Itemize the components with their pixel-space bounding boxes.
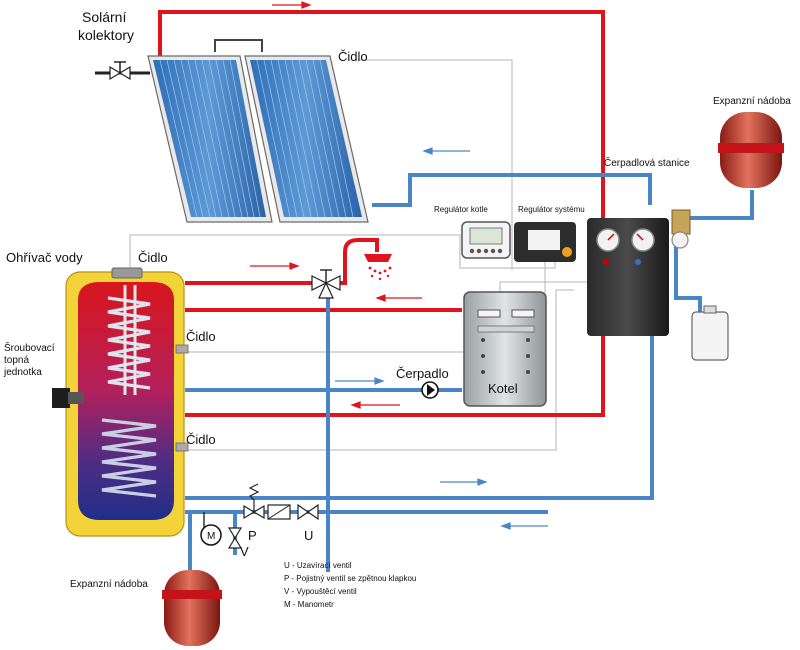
bottom-valves	[200, 483, 319, 549]
legend: U - Uzavírací ventil P - Pojistný ventil…	[284, 561, 416, 609]
legend-item: V - Vypouštěcí ventil	[284, 587, 357, 596]
pump-label: Čerpadlo	[396, 366, 449, 381]
pump	[421, 381, 439, 399]
heating-unit-label-3: jednotka	[3, 367, 42, 378]
flow-arrows	[250, 1, 548, 530]
shower-head	[364, 254, 392, 281]
heating-unit-label-1: Šroubovací	[4, 341, 55, 354]
valve-m-label: M	[207, 531, 215, 542]
system-regulator	[514, 222, 576, 262]
pump-station-label: Čerpadlová stanice	[604, 156, 690, 169]
boiler-label: Kotel	[488, 381, 518, 396]
boiler-regulator	[461, 221, 511, 259]
boiler	[463, 291, 547, 407]
legend-item: P - Pojistný ventil se zpětnou klapkou	[284, 574, 416, 583]
expansion-right-label: Expanzní nádoba	[713, 96, 791, 107]
valve-p-label: P	[248, 528, 257, 543]
sensor-heater-bottom-label: Čidlo	[186, 432, 216, 447]
solar-collectors	[95, 39, 369, 223]
solar-collectors-label-1: Solární	[82, 9, 126, 25]
heating-unit-label-2: topná	[4, 355, 29, 366]
three-way-valve	[311, 269, 341, 299]
legend-item: M - Manometr	[284, 600, 334, 609]
expansion-bottom-label: Expanzní nádoba	[70, 579, 148, 590]
solar-collectors-label-2: kolektory	[78, 27, 134, 43]
cold-pipes	[185, 173, 754, 572]
valve-v-label: V	[240, 544, 249, 559]
hot-pipes	[158, 10, 605, 417]
sensor-heater-mid-label: Čidlo	[186, 329, 216, 344]
water-heater	[52, 267, 189, 537]
valve-u-label: U	[304, 528, 313, 543]
legend-item: U - Uzavírací ventil	[284, 561, 352, 570]
water-heater-label: Ohřívač vody	[6, 250, 83, 265]
expansion-vessel-bottom	[162, 570, 222, 646]
system-regulator-label: Regulátor systému	[518, 205, 585, 214]
sensor-heater-top-label: Čidlo	[138, 250, 168, 265]
pump-station	[587, 209, 729, 361]
expansion-vessel-right	[718, 112, 784, 188]
sensor-top-label: Čidlo	[338, 49, 368, 64]
boiler-regulator-label: Regulátor kotle	[434, 205, 488, 214]
